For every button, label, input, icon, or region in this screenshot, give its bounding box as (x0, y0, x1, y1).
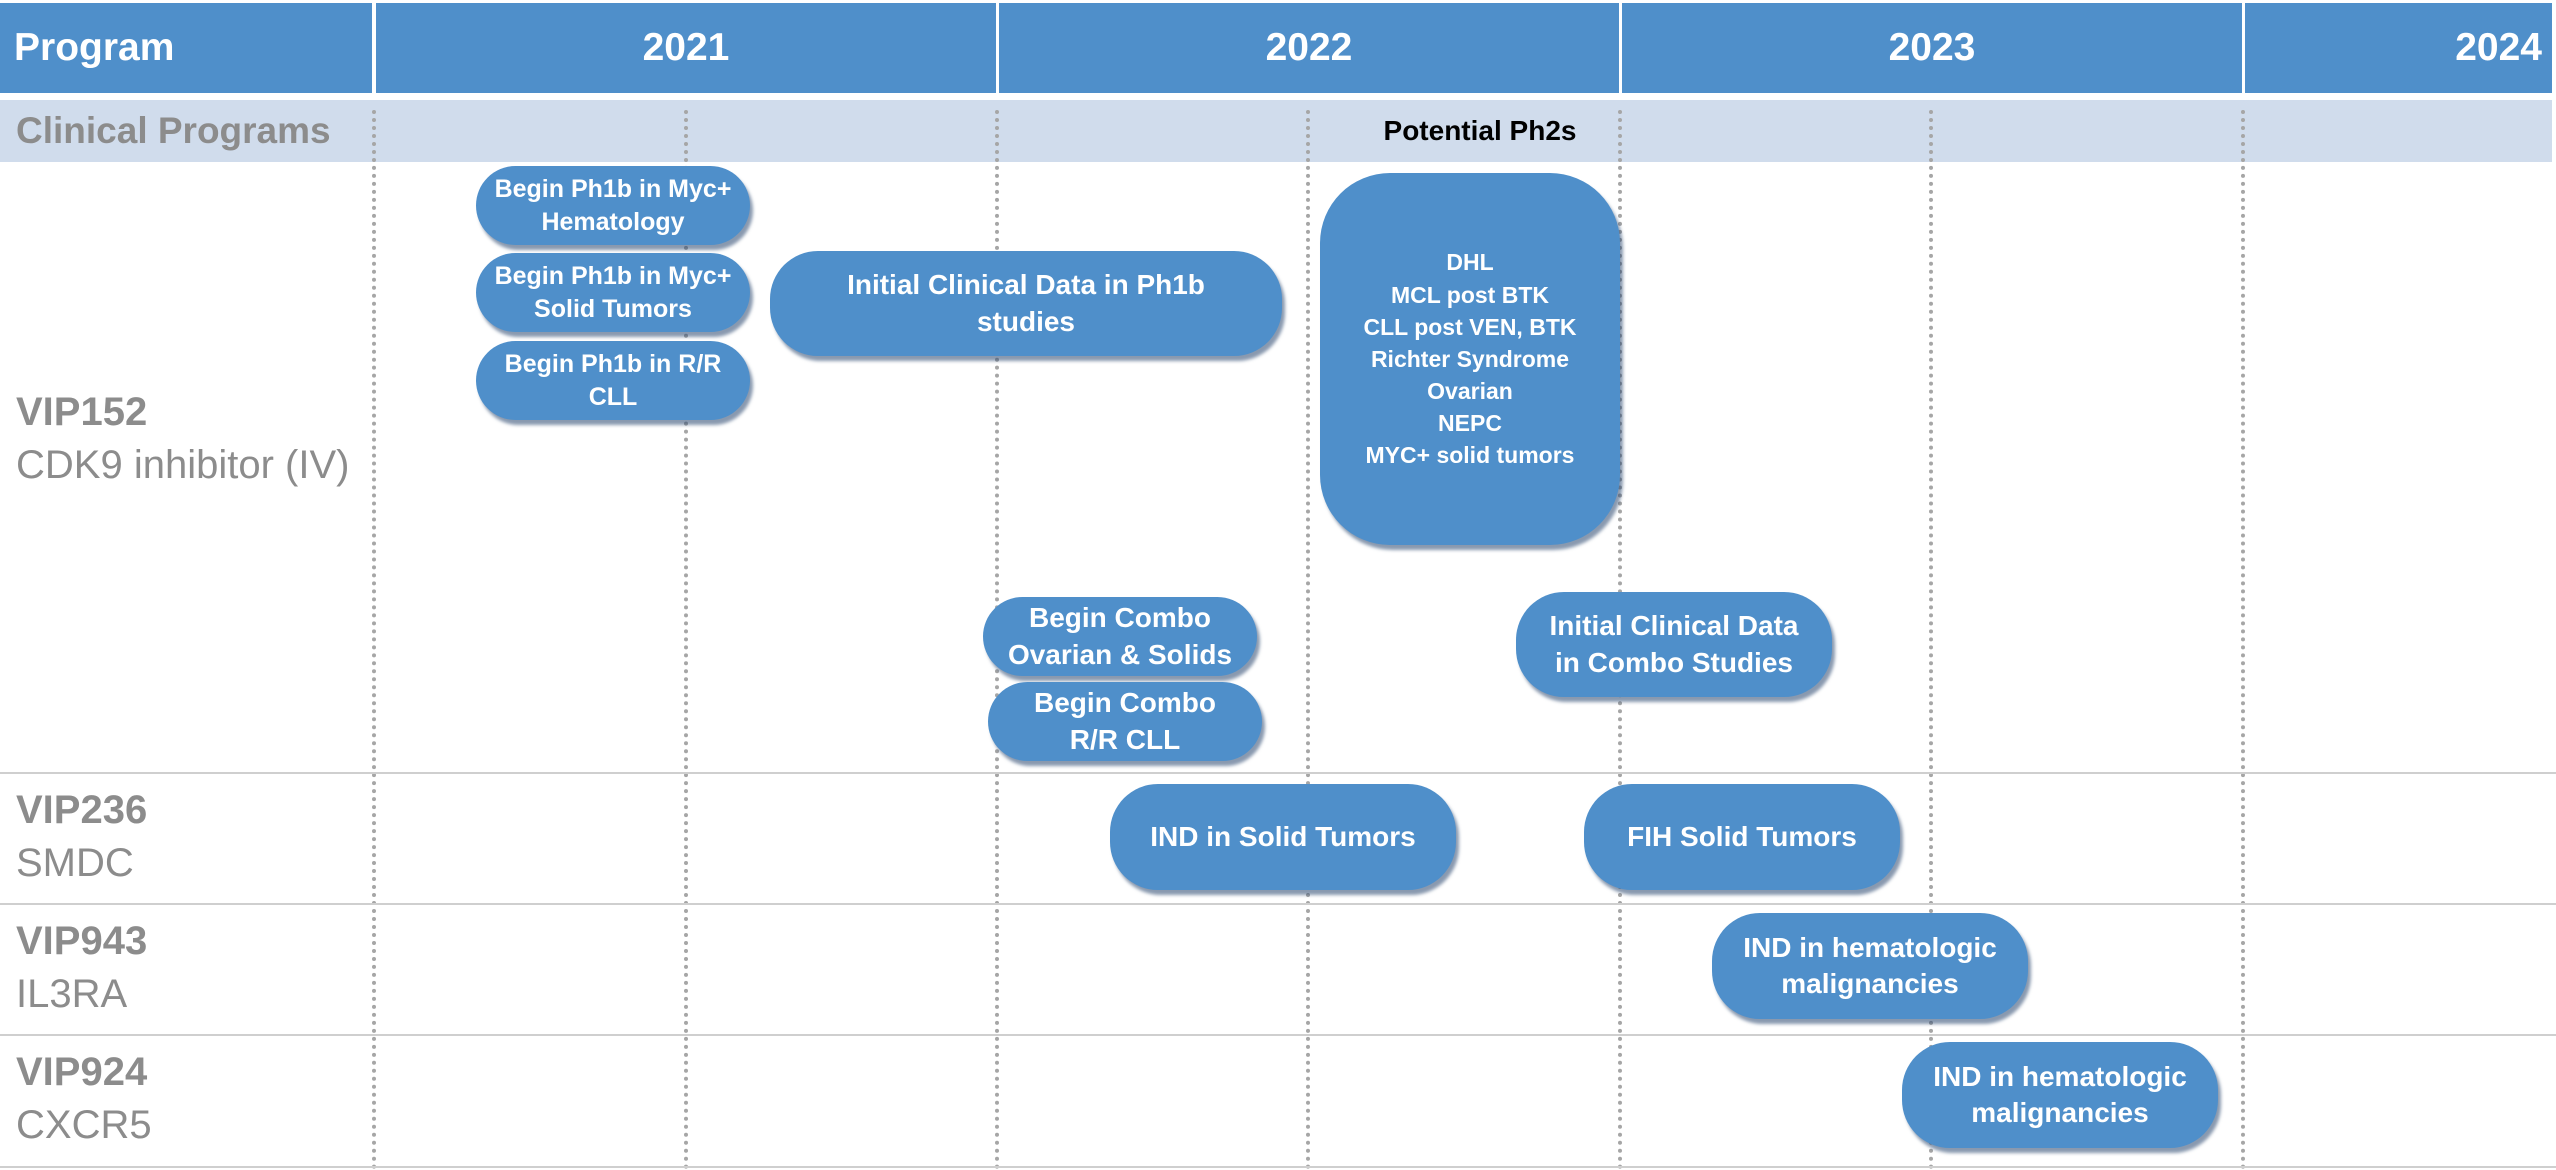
program-name-vip924: VIP924 (16, 1050, 148, 1094)
header-program: Program (0, 3, 372, 93)
milestone-ind-solid-tumors: IND in Solid Tumors (1110, 784, 1456, 890)
gridline (684, 110, 688, 1170)
gridline (1306, 110, 1310, 1170)
potential-ph2s-box: DHL MCL post BTK CLL post VEN, BTK Richt… (1320, 173, 1620, 545)
ph2-indication: MCL post BTK (1390, 281, 1549, 308)
ph2-indication: MYC+ solid tumors (1365, 442, 1575, 469)
program-subtitle-vip236: SMDC (16, 841, 134, 885)
gridline (2241, 110, 2245, 1170)
ph2-indication: CLL post VEN, BTK (1363, 313, 1577, 340)
milestone-ph1b-rr-cll: Begin Ph1b in R/R CLL (476, 341, 750, 420)
header-year-2023: 2023 (1622, 3, 2242, 93)
clinical-programs-label: Clinical Programs (16, 110, 331, 151)
header-year-2021: 2021 (376, 3, 996, 93)
milestone-combo-rr-cll: Begin Combo R/R CLL (988, 682, 1262, 761)
milestone-ph1b-myc-hematology: Begin Ph1b in Myc+ Hematology (476, 166, 750, 245)
program-subtitle-vip152: CDK9 inhibitor (IV) (16, 443, 350, 487)
program-subtitle-vip943: IL3RA (16, 972, 128, 1016)
row-divider (0, 903, 2556, 905)
header-year-2024: 2024 (2245, 3, 2552, 93)
milestone-ind-heme-vip943: IND in hematologic malignancies (1712, 913, 2028, 1019)
program-name-vip943: VIP943 (16, 919, 148, 963)
ph2-indication: DHL (1446, 249, 1494, 276)
clinical-programs-band (0, 100, 2552, 162)
header-year-2022: 2022 (999, 3, 1619, 93)
program-subtitle-vip924: CXCR5 (16, 1103, 152, 1147)
milestone-combo-ovarian-solids: Begin Combo Ovarian & Solids (983, 597, 1257, 676)
row-divider (0, 1034, 2556, 1036)
ph2-indication: NEPC (1438, 410, 1502, 437)
gridline (372, 110, 376, 1170)
program-name-vip152: VIP152 (16, 390, 148, 434)
milestone-initial-data-combo: Initial Clinical Data in Combo Studies (1516, 592, 1832, 697)
milestone-fih-solid-tumors: FIH Solid Tumors (1584, 784, 1900, 890)
milestone-initial-data-ph1b: Initial Clinical Data in Ph1b studies (770, 251, 1282, 356)
potential-ph2s-title: Potential Ph2s (1383, 115, 1577, 146)
row-divider (0, 1166, 2556, 1168)
milestone-ind-heme-vip924: IND in hematologic malignancies (1902, 1042, 2218, 1148)
ph2-indication: Richter Syndrome (1370, 345, 1570, 372)
row-divider (0, 772, 2556, 774)
program-name-vip236: VIP236 (16, 788, 148, 832)
milestone-ph1b-myc-solid-tumors: Begin Ph1b in Myc+ Solid Tumors (476, 253, 750, 332)
gridline (1929, 110, 1933, 1170)
ph2-indication: Ovarian (1427, 378, 1513, 405)
